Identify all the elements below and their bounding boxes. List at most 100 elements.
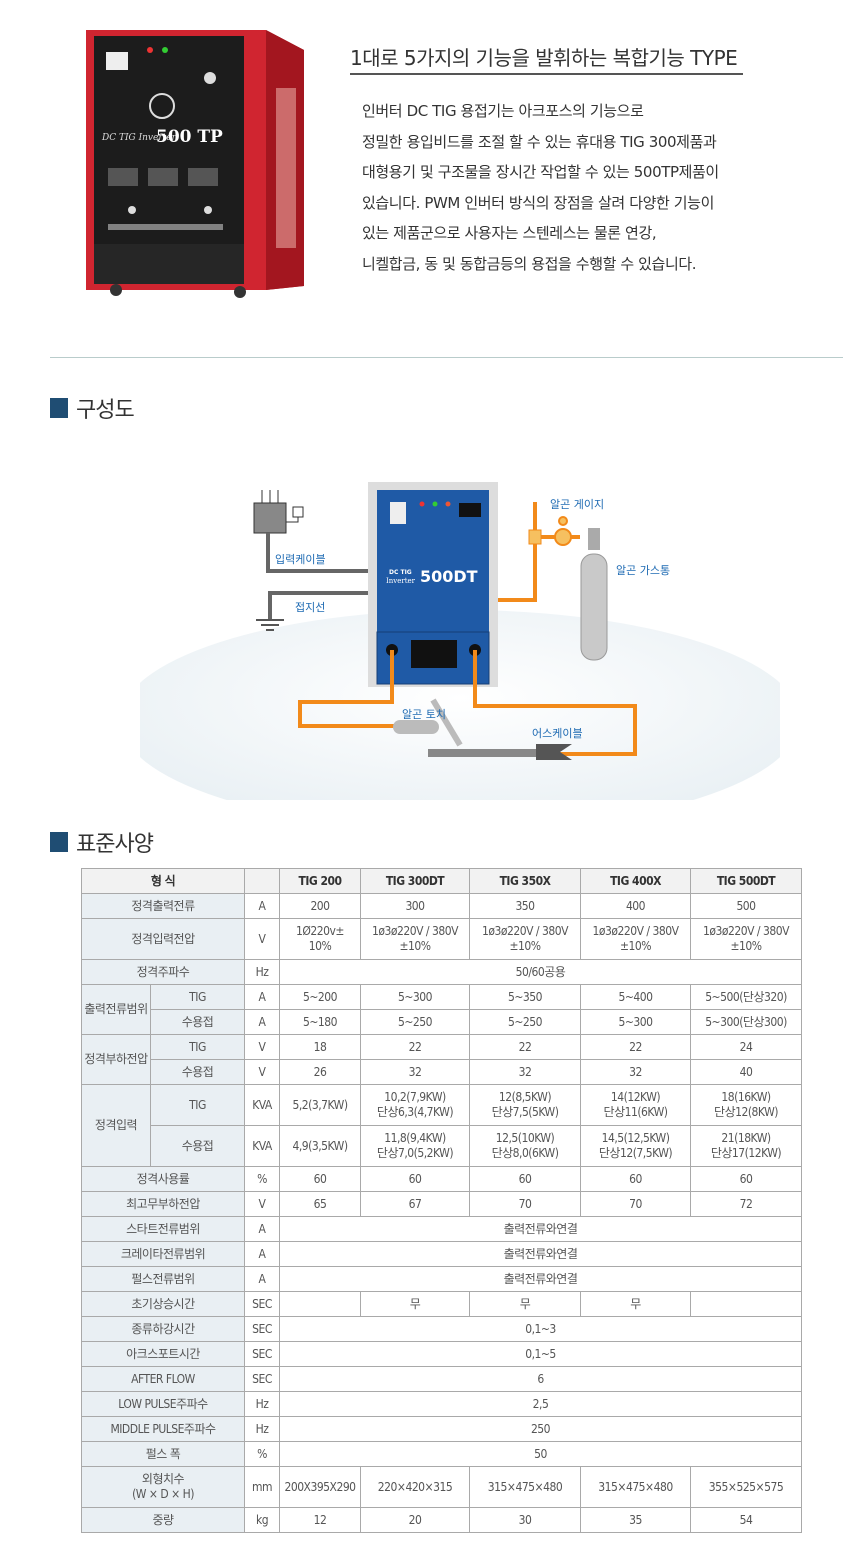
row-unit: Hz: [244, 1416, 280, 1442]
row-unit: SEC: [244, 1341, 280, 1367]
row-value: 22: [580, 1034, 691, 1060]
row-value: 5~500(단상320): [690, 984, 802, 1010]
row-value: 65: [279, 1191, 361, 1217]
row-value: 300: [360, 893, 470, 919]
label-argon-gauge: 알곤 게이지: [550, 497, 604, 511]
row-value: 무: [580, 1291, 691, 1317]
row-value: 32: [360, 1059, 470, 1085]
row-value: 40: [690, 1059, 802, 1085]
headline: 1대로 5가지의 기능을 발휘하는 복합기능 TYPE: [350, 42, 744, 75]
row-value: 1ø3ø220V / 380V±10%: [360, 918, 470, 960]
row-unit: Hz: [244, 1391, 280, 1417]
configuration-diagram: 입력케이블 접지선 DC TIG Inverter 500DT 알곤 게이지 알…: [120, 470, 800, 830]
row-value: 12(8,5KW)단상7,5(5KW): [469, 1084, 581, 1126]
label-input-cable: 입력케이블: [275, 553, 326, 566]
row-unit: A: [244, 1009, 280, 1035]
row-value: 10,2(7,9KW)단상6,3(4,7KW): [360, 1084, 470, 1126]
row-value: 무: [360, 1291, 470, 1317]
row-value: 315×475×480: [469, 1466, 581, 1508]
row-sub-label: TIG: [150, 1034, 245, 1060]
row-sub-label: 수용접: [150, 1125, 245, 1167]
row-value: 1ø3ø220V / 380V±10%: [690, 918, 802, 960]
row-value: 14(12KW)단상11(6KW): [580, 1084, 691, 1126]
row-value: 26: [279, 1059, 361, 1085]
row-label: LOW PULSE주파수: [81, 1391, 245, 1417]
row-value: 5,2(3,7KW): [279, 1084, 361, 1126]
product-image-welder: DC TIG Inverter 500 TP: [80, 28, 306, 300]
row-value: [690, 1291, 802, 1317]
ground-icon: [256, 619, 284, 631]
row-value: 200: [279, 893, 361, 919]
description-line: 대형용기 및 구조물을 장시간 작업할 수 있는 500TP제품이: [362, 163, 719, 181]
row-unit: SEC: [244, 1291, 280, 1317]
row-value: 5~300(단상300): [690, 1009, 802, 1035]
row-value-span: 50/60공용: [279, 959, 802, 985]
row-value: 5~400: [580, 984, 691, 1010]
divider: [50, 357, 843, 358]
row-value: 5~250: [360, 1009, 470, 1035]
row-value: 5~350: [469, 984, 581, 1010]
row-value: 1ø3ø220V / 380V±10%: [469, 918, 581, 960]
row-value: 1Ø220v±10%: [279, 918, 361, 960]
row-value: 70: [469, 1191, 581, 1217]
row-unit: KVA: [244, 1084, 280, 1126]
row-value: 32: [580, 1059, 691, 1085]
diagram-brand-1: DC TIG: [389, 569, 412, 576]
row-sub-label: TIG: [150, 984, 245, 1010]
row-value: 60: [469, 1166, 581, 1192]
row-value: 5~180: [279, 1009, 361, 1035]
row-value: 72: [690, 1191, 802, 1217]
row-value: 18: [279, 1034, 361, 1060]
row-label: 정격사용률: [81, 1166, 245, 1192]
row-value: 5~200: [279, 984, 361, 1010]
row-sub-label: 수용접: [150, 1059, 245, 1085]
row-label: 크레이타전류범위: [81, 1241, 245, 1267]
power-plug-icon: [253, 490, 304, 534]
table-row: 펄스 폭%50: [81, 1441, 802, 1467]
row-unit: SEC: [244, 1316, 280, 1342]
row-unit: mm: [244, 1466, 280, 1508]
label-earth-cable: 어스케이블: [532, 727, 583, 740]
row-value: [279, 1291, 361, 1317]
row-value: 32: [469, 1059, 581, 1085]
section-title-text: 표준사양: [76, 832, 154, 857]
row-unit: A: [244, 1216, 280, 1242]
row-value-span: 출력전류와연결: [279, 1266, 802, 1292]
row-label: 펄스전류범위: [81, 1266, 245, 1292]
row-value: 24: [690, 1034, 802, 1060]
row-label: 아크스포트시간: [81, 1341, 245, 1367]
section-title-diagram: 구성도: [50, 392, 135, 424]
row-value: 500: [690, 893, 802, 919]
argon-tank-icon: [580, 528, 608, 661]
diagram-model: 500DT: [420, 567, 478, 586]
row-unit: V: [244, 1059, 280, 1085]
row-label: 정격주파수: [81, 959, 245, 985]
row-value: 67: [360, 1191, 470, 1217]
row-value: 60: [279, 1166, 361, 1192]
header-model: TIG 200: [279, 868, 361, 894]
header-model: TIG 350X: [469, 868, 581, 894]
row-group-label: 정격입력: [81, 1084, 151, 1167]
row-value: 60: [580, 1166, 691, 1192]
header-model: TIG 300DT: [360, 868, 470, 894]
description-line: 있습니다. PWM 인버터 방식의 장점을 살려 다양한 기능이: [362, 193, 714, 212]
row-value-span: 50: [279, 1441, 802, 1467]
header-unit: [244, 868, 280, 894]
row-unit: Hz: [244, 959, 280, 985]
row-value: 35: [580, 1507, 691, 1533]
header-type: 형 식: [81, 868, 245, 894]
